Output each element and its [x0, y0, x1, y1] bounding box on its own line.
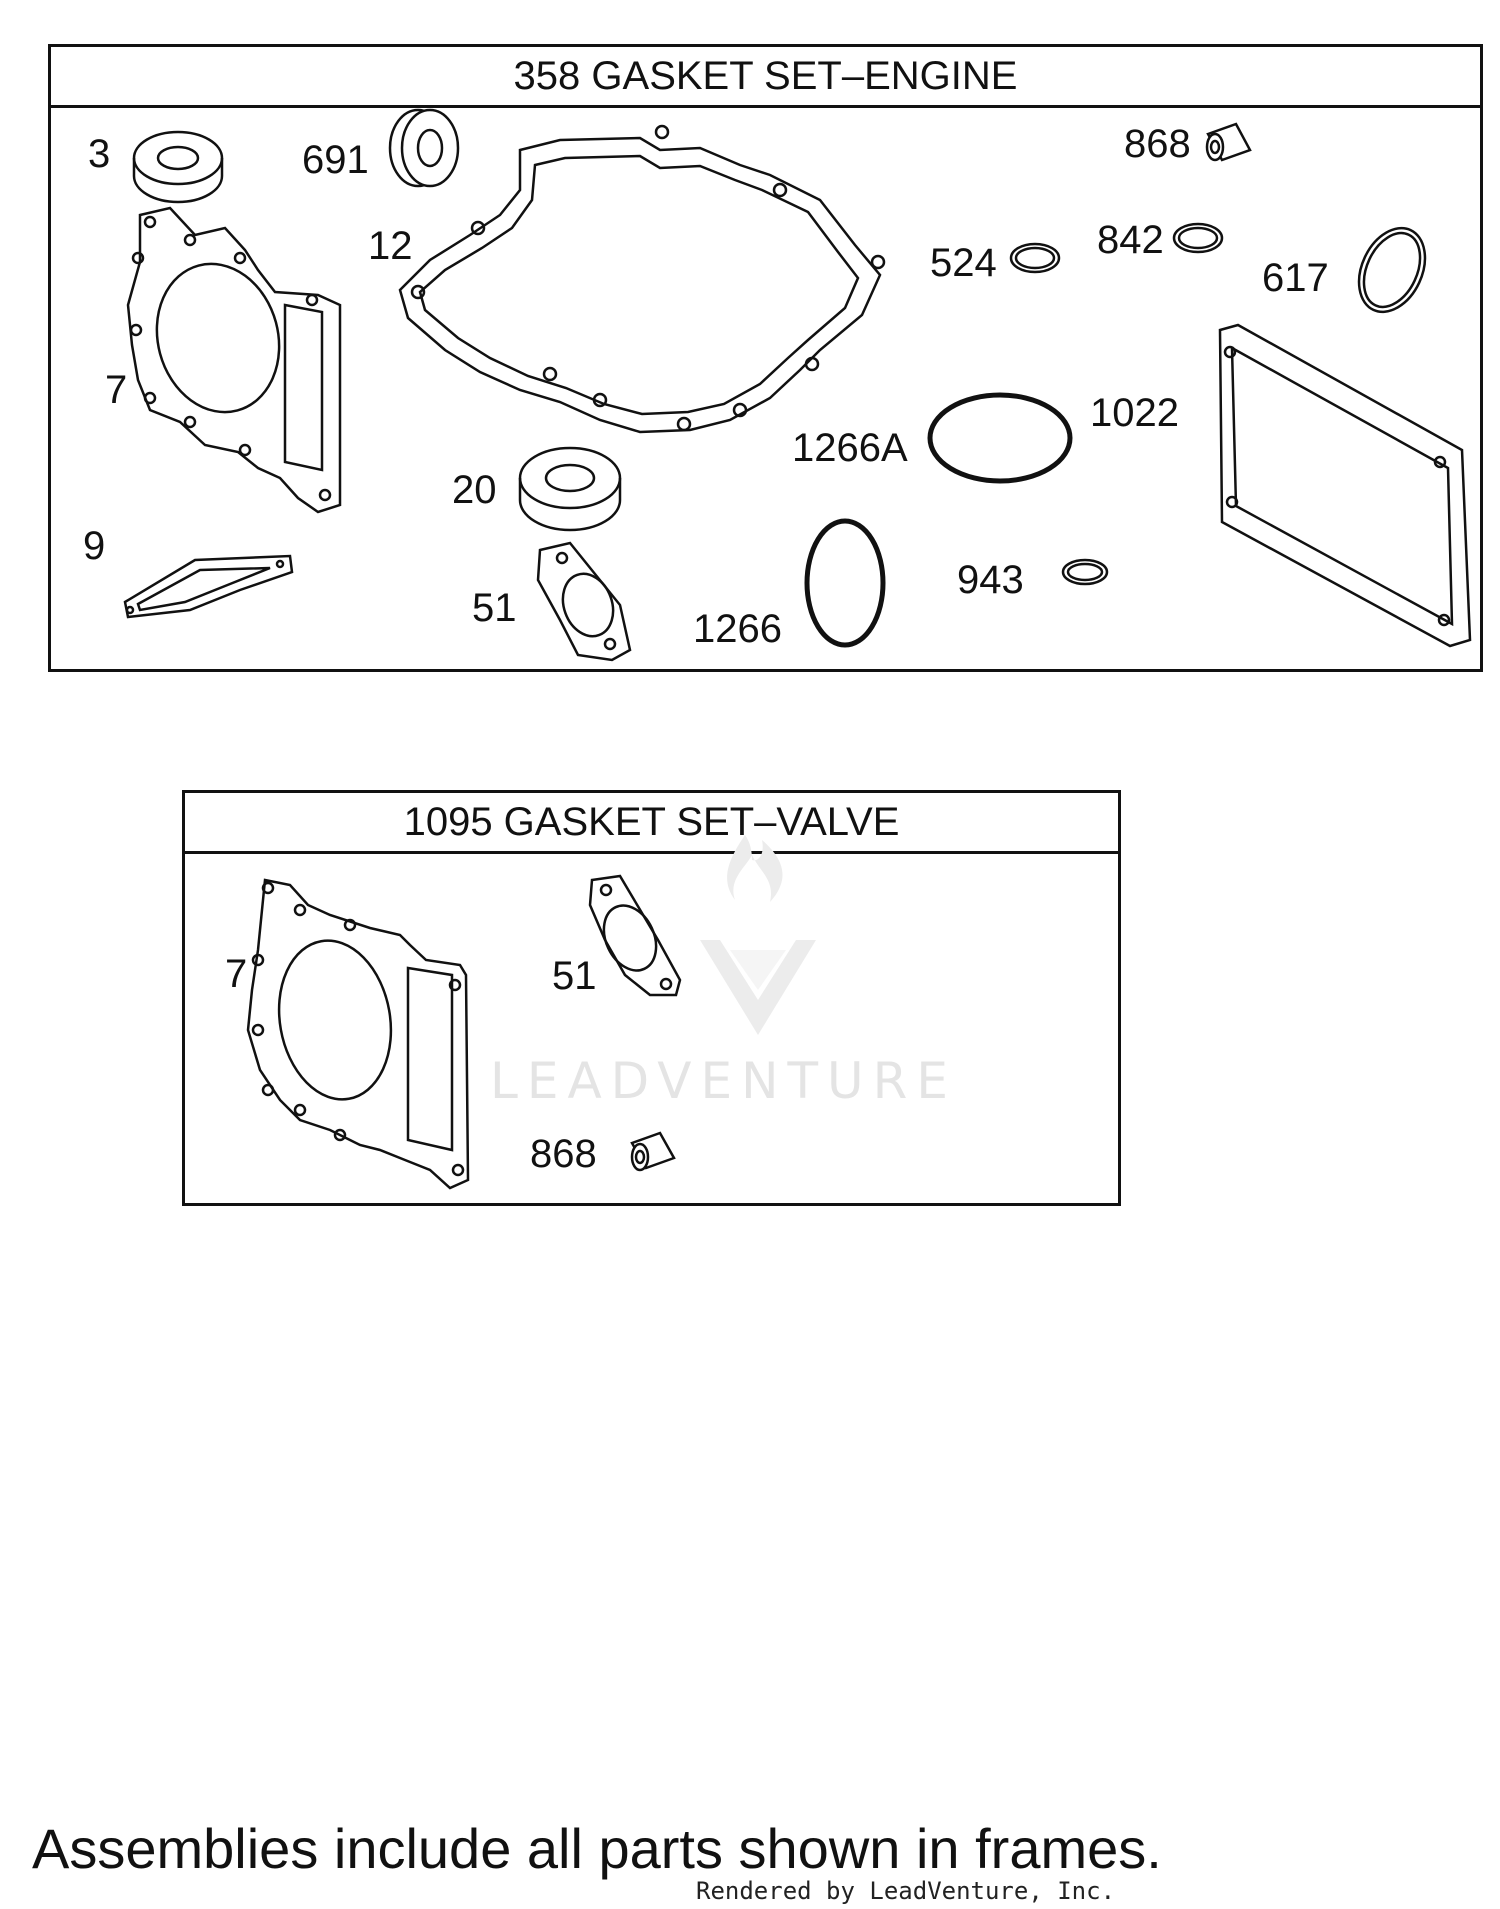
rendered-by-credit: Rendered by LeadVenture, Inc. [696, 1877, 1116, 1905]
callout-691: 691 [302, 138, 369, 182]
gasket-9-illustration [123, 554, 294, 619]
leadventure-watermark-text: LEADVENTURE [490, 1052, 957, 1110]
oil-seal-20-illustration [518, 446, 622, 532]
callout-51: 51 [472, 586, 517, 630]
valve-callout-51: 51 [552, 954, 597, 998]
callout-943: 943 [957, 558, 1024, 602]
callout-20: 20 [452, 468, 497, 512]
assemblies-footnote: Assemblies include all parts shown in fr… [32, 1817, 1162, 1880]
o-ring-842-illustration [1172, 222, 1224, 254]
callout-524: 524 [930, 241, 997, 285]
valve-gasket-set-frame: 1095 GASKET SET–VALVE [182, 790, 1121, 1206]
valve-callout-868: 868 [530, 1132, 597, 1176]
valve-seal-868-illustration [1205, 122, 1252, 162]
callout-1266a: 1266A [792, 426, 908, 470]
callout-7: 7 [105, 368, 128, 412]
valve-cover-gasket-1022-illustration [1218, 323, 1472, 648]
o-ring-1266-illustration [804, 518, 886, 648]
callout-12: 12 [368, 224, 413, 268]
valve-set-exhaust-gasket-51-illustration [588, 874, 682, 997]
exhaust-gasket-51-illustration [536, 541, 632, 662]
valve-callout-7: 7 [225, 952, 248, 996]
head-gasket-7-illustration [126, 206, 342, 514]
callout-868: 868 [1124, 122, 1191, 166]
o-ring-1266a-illustration [927, 392, 1073, 484]
oil-seal-3-illustration [132, 130, 224, 204]
crankcase-gasket-12-illustration [398, 124, 886, 434]
callout-617: 617 [1262, 256, 1329, 300]
engine-gasket-set-title: 358 GASKET SET–ENGINE [51, 47, 1480, 108]
callout-1266: 1266 [693, 607, 782, 651]
seal-691-illustration [388, 108, 460, 188]
valve-set-head-gasket-7-illustration [246, 878, 470, 1190]
callout-3: 3 [88, 132, 111, 176]
valve-set-valve-seal-868-illustration [630, 1131, 676, 1172]
callout-842: 842 [1097, 218, 1164, 262]
callout-1022: 1022 [1090, 391, 1179, 435]
o-ring-943-illustration [1061, 558, 1109, 586]
callout-9: 9 [83, 524, 106, 568]
o-ring-617-illustration [1357, 226, 1427, 314]
valve-gasket-set-title: 1095 GASKET SET–VALVE [185, 793, 1118, 854]
o-ring-524-illustration [1009, 242, 1061, 274]
